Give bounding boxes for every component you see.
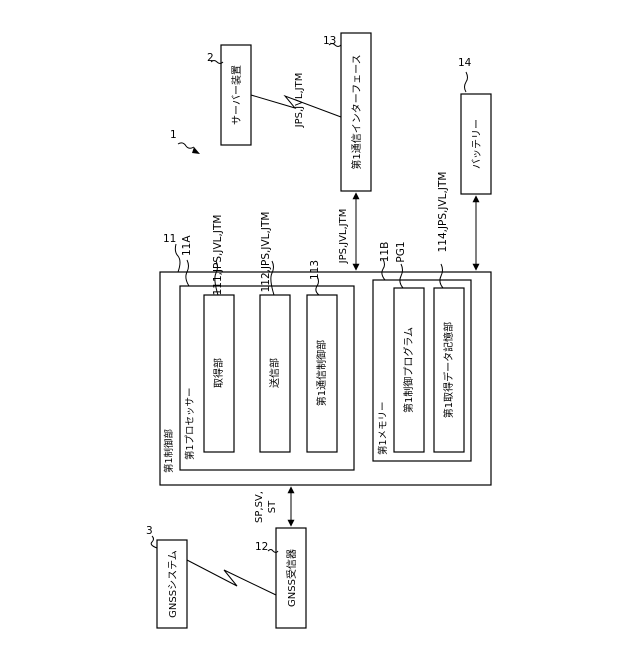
gnss-system: GNSSシステム 3 [146,525,187,628]
transmission-unit-label: 送信部 [268,358,281,388]
battery: バッテリー 14 [458,57,491,194]
battery-label: バッテリー [471,119,483,169]
gnss-signal-line2: ST [267,500,278,513]
comm-interface-label: 第1通信インターフェース [350,54,363,169]
control-program-ref: PG1 [395,241,407,262]
processor-label: 第1プロセッサー [184,387,196,460]
server-label: サーバー装置 [230,65,243,125]
memory-ref: 11B [379,242,391,263]
comm-control-unit-label: 第1通信制御部 [315,340,328,406]
control-program-label: 第1制御プログラム [402,327,415,413]
transmission-unit-ref: 112,JPS,JVL,JTM [260,212,272,293]
comm-interface-ref: 13 [323,35,336,47]
acquisition-unit-label: 取得部 [212,358,225,388]
system-ref: 1 [170,129,177,141]
battery-ref: 14 [458,57,472,69]
gnss-receiver: GNSS受信器 12 SP,SV, ST [254,491,306,628]
server-device: サーバー装置 2 [207,45,251,145]
processor-ref: 11A [181,235,193,256]
system-ref-leader [178,143,194,148]
comm-control-unit-ref: 113 [309,260,321,280]
acquisition-unit-ref: 111,JPS,JVL,JTM [212,215,224,296]
control-unit-ref-leader [175,244,180,272]
acquired-data-storage-label: 第1取得データ記憶部 [442,322,455,418]
gnss-receiver-label: GNSS受信器 [286,549,298,607]
system-ref-arrow [192,147,200,154]
comm-interface: 第1通信インターフェース 13 JPS,JVL,JTM [294,33,371,191]
gnss-signal-line1: SP,SV, [254,491,265,523]
gnss-system-ref-leader [151,536,157,548]
acquired-data-storage-ref: 114,JPS,JVL,JTM [437,172,449,253]
gnss-receiver-ref: 12 [255,541,268,553]
control-unit: 第1制御部 11 第1プロセッサー 11A 取得部 111,JPS,JVL,JT… [160,172,491,485]
memory-label: 第1メモリー [377,401,389,455]
control-unit-label: 第1制御部 [163,429,175,473]
gnss-system-ref: 3 [146,525,153,537]
gnss-system-label: GNSSシステム [167,550,179,618]
battery-ref-leader [465,72,468,92]
server-ref: 2 [207,52,214,64]
wireless-link-gnss [187,560,276,595]
comm-bus-signal: JPS,JVL,JTM [338,209,349,265]
control-unit-ref: 11 [163,233,176,245]
